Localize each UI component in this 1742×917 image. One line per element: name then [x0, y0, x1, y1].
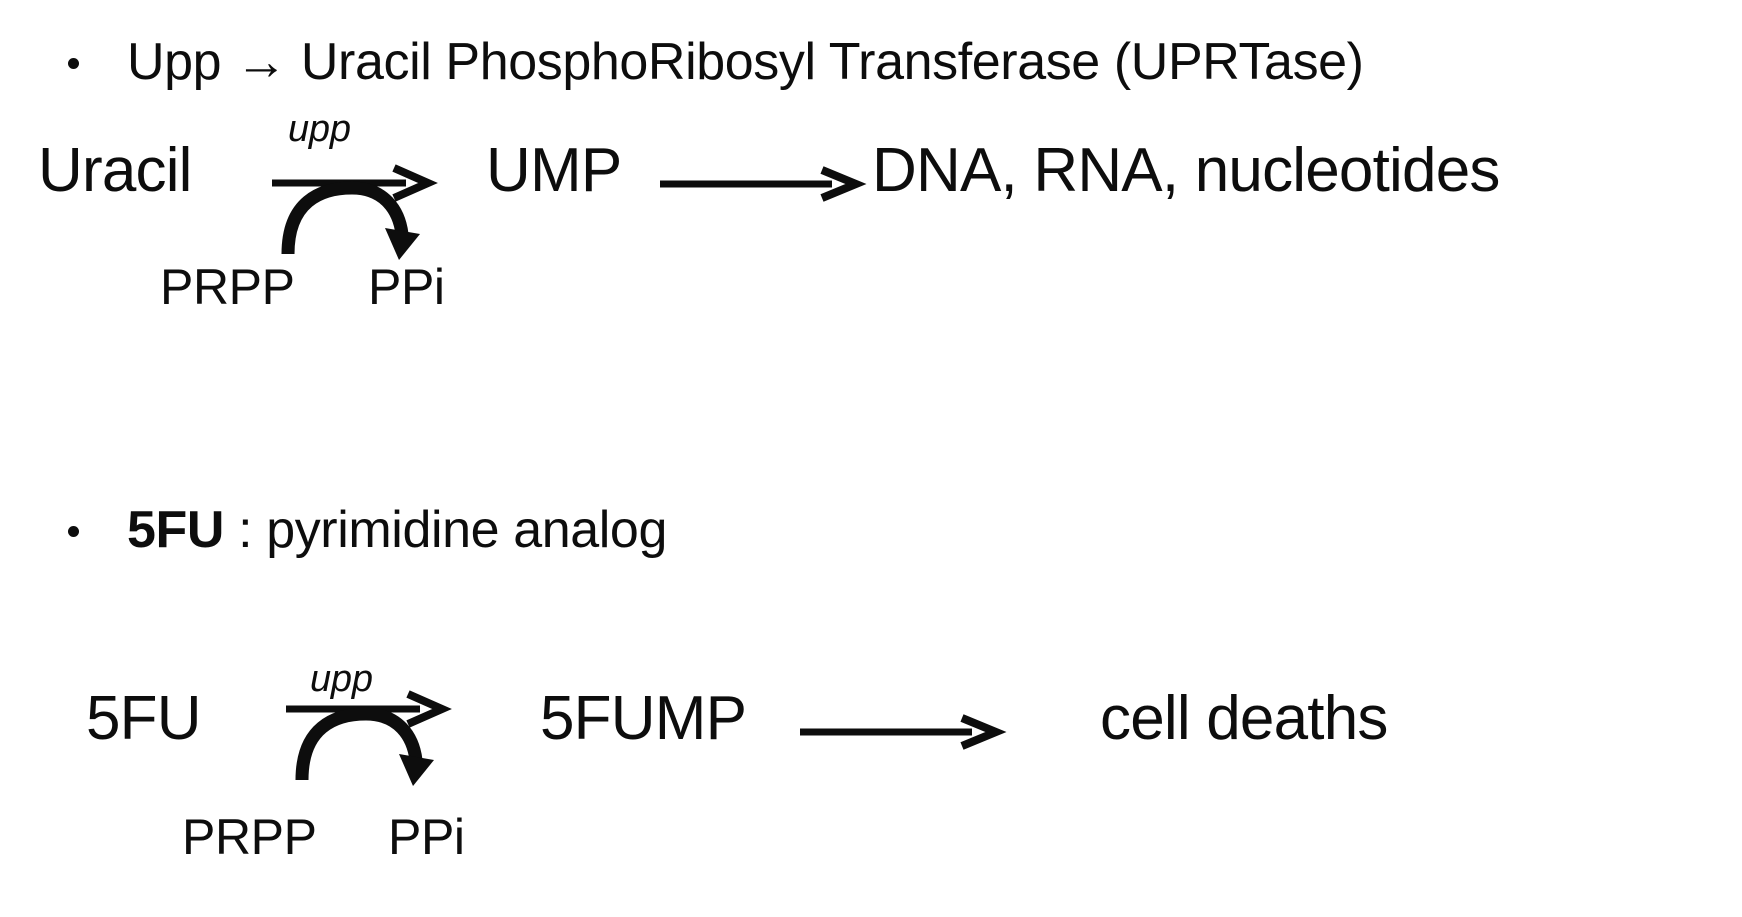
cofactor-in-prpp-top: PRPP — [160, 259, 295, 315]
species-5fu: 5FU — [86, 684, 202, 753]
bullet-item-5fu: 5FU : pyrimidine analog — [68, 500, 667, 560]
straight-arrow-ump-to-dna — [660, 162, 867, 206]
cofactor-out-ppi-bottom: PPi — [388, 809, 465, 865]
downstream-products-top: DNA, RNA, nucleotides — [872, 136, 1500, 205]
enzyme-label-upp-top: upp — [288, 108, 351, 150]
bullet-text-5fu: 5FU : pyrimidine analog — [127, 500, 667, 560]
enzyme-label-upp-bottom: upp — [310, 658, 373, 700]
cofactor-out-ppi-top: PPi — [368, 259, 445, 315]
curved-enzyme-arrow-bottom — [282, 690, 452, 794]
bullet-text-upp: Upp → Uracil PhosphoRibosyl Transferase … — [127, 33, 1364, 91]
species-ump: UMP — [486, 136, 622, 205]
straight-arrow-5fump-to-celldeaths — [800, 710, 1007, 754]
downstream-products-bottom: cell deaths — [1100, 684, 1388, 753]
cofactor-in-prpp-bottom: PRPP — [182, 809, 317, 865]
bullet-dot-icon — [68, 58, 79, 69]
bullet-item-upp: Upp → Uracil PhosphoRibosyl Transferase … — [68, 32, 1364, 92]
bullet-rest-5fu: : pyrimidine analog — [224, 501, 667, 559]
bullet-bold-5fu: 5FU — [127, 501, 225, 559]
species-5fump: 5FUMP — [540, 684, 747, 753]
bullet-dot-icon-2 — [68, 526, 79, 537]
curved-enzyme-arrow-top — [268, 164, 438, 268]
species-uracil: Uracil — [38, 136, 192, 205]
